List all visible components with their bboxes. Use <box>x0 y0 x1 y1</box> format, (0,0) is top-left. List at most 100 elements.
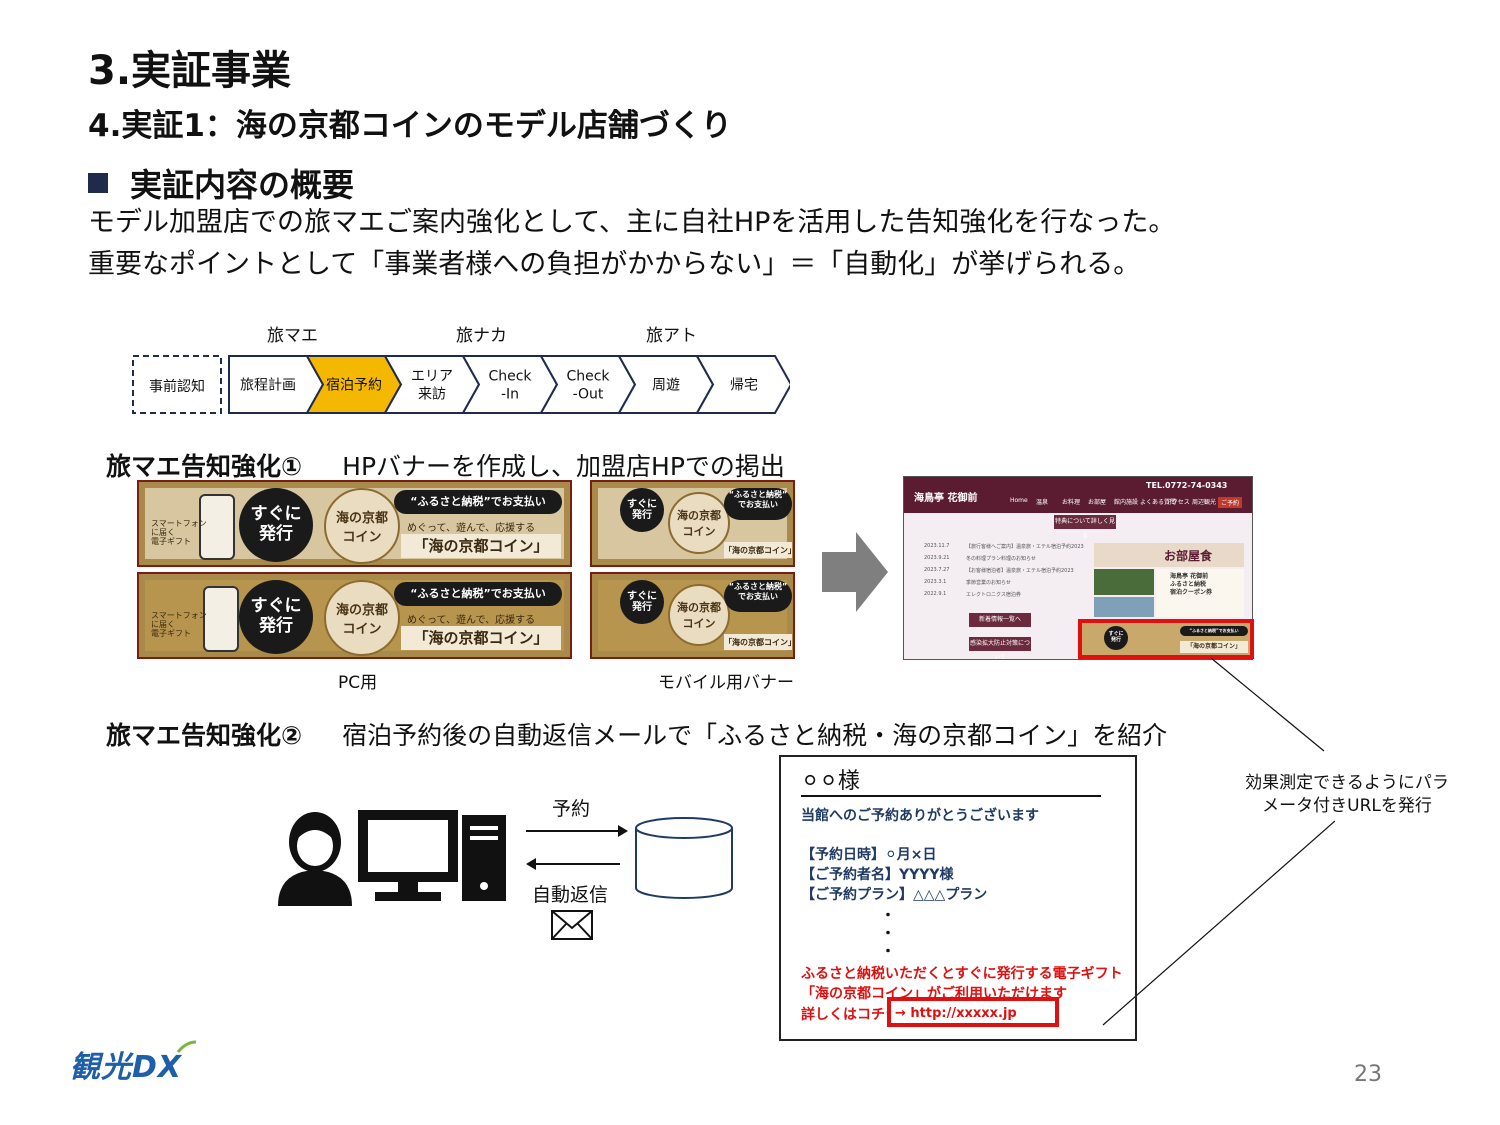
site-nav: Home 温泉 お料理お部屋館内施設よくある質問アクセス周辺観光ご予約 <box>1010 497 1254 508</box>
site-policy-button[interactable]: 感染拡大防止対策について <box>969 637 1031 661</box>
coin-name: 「海の京都コイン」 <box>1180 641 1248 653</box>
coin-seal: 海の京都 コイン <box>668 584 730 646</box>
right-arrow-icon <box>822 532 888 612</box>
intro-line-2: 重要なポイントとして「事業者様への負担がかからない」＝「自動化」が挙げられる。 <box>88 249 1141 280</box>
site-nav-item[interactable]: 館内施設 <box>1114 499 1139 506</box>
flow-step-label-itinerary: 旅程計画 <box>240 378 296 394</box>
email-divider <box>801 795 1101 797</box>
system-diagram <box>278 810 733 940</box>
phone-text: スマートフォン に届く 電子ギフト <box>151 611 207 638</box>
phase-label-after: 旅アト <box>646 326 697 346</box>
site-news-item[interactable]: エレクトロニクス宿泊券 <box>966 592 1021 598</box>
site-nav-item[interactable]: 周辺観光 <box>1192 499 1217 506</box>
section2-desc: 宿泊予約後の自動返信メールで「ふるさと納税・海の京都コイン」を紹介 <box>342 721 1168 750</box>
email-salutation: ⚪⚪様 <box>801 769 860 794</box>
site-news-date: 2023.11.7 <box>924 543 950 549</box>
mobile-caption: モバイル用バナー <box>658 673 794 693</box>
sugu-badge: すぐに 発行 <box>620 580 664 624</box>
pc-banner-2: スマートフォン に届く 電子ギフト すぐに 発行 海の京都 コイン “ふるさと納… <box>137 572 572 659</box>
section2-label: 旅マエ告知強化② <box>106 721 303 750</box>
annotation-text: 効果測定できるようにパラ メータ付きURLを発行 <box>1245 773 1449 816</box>
site-news-list: 2023.11.7 【旅行客様へご案内】温泉旅・エテル宿泊予約2023 2023.9… <box>924 543 1084 607</box>
site-nav-item[interactable]: よくある質問 <box>1140 499 1177 506</box>
site-news-item[interactable]: 冬の料理プラン料理のお知らせ <box>966 556 1036 562</box>
site-nav-item[interactable]: アクセス <box>1166 499 1190 506</box>
coin-name: 「海の京都コイン」 <box>724 542 796 558</box>
flow-pre-label: 事前認知 <box>149 378 205 395</box>
phone-icon <box>203 586 239 652</box>
flow-step-label-check-in: Check <box>488 369 532 385</box>
pc-caption: PC用 <box>338 673 378 693</box>
email-promo-3: 詳しくはコチラ <box>801 1007 899 1023</box>
customer-journey-flow: 事前認知 旅程計画宿泊予約エリア来訪Check-InCheck-Out周遊帰宅 <box>132 355 790 414</box>
email-dot-1: ・ <box>881 908 895 924</box>
site-banner-highlight: すぐに 発行 “ふるさと納税”でお支払い 「海の京都コイン」 <box>1078 619 1254 659</box>
banner-tagline: めぐって、遊んで、応援する <box>407 523 536 534</box>
email-dot-2: ・ <box>881 926 895 942</box>
square-bullet-icon <box>88 173 108 193</box>
furusato-pill: “ふるさと納税”でお支払い <box>1180 626 1248 636</box>
site-photo-2 <box>1094 597 1154 617</box>
coin-seal: 海の京都 コイン <box>324 580 400 656</box>
banner-tagline: めぐって、遊んで、応援する <box>407 615 536 626</box>
site-nav-item[interactable]: Home <box>1010 497 1028 504</box>
intro-line-1: モデル加盟店での旅マエご案内強化として、主に自社HPを活用した告知強化を行なった… <box>88 207 1176 238</box>
person-icon <box>278 812 352 906</box>
furusato-pill: “ふるさと納税”でお支払い <box>394 582 562 606</box>
pc-tower-icon <box>462 815 506 901</box>
envelope-icon <box>551 910 593 940</box>
phone-icon <box>199 494 235 560</box>
site-ad-text: 海鳥亭 花御前 ふるさと納税 宿泊クーポン券 <box>1156 569 1244 617</box>
site-nav-item[interactable]: お料理 <box>1062 499 1081 506</box>
site-news-item[interactable]: 【お客様宿泊者】温泉旅・エテル宿泊予約2023 <box>966 568 1074 574</box>
pc-banner-1: スマートフォン に届く 電子ギフト すぐに 発行 海の京都 コイン “ふるさと納… <box>137 480 572 567</box>
page-title: 3.実証事業 <box>88 48 292 94</box>
email-url-box[interactable]: → http://xxxxx.jp <box>887 997 1059 1027</box>
email-thanks: 当館へのご予約ありがとうございます <box>801 808 1039 824</box>
furusato-pill: “ふるさと納税” でお支払い <box>724 580 792 612</box>
database-icon <box>635 817 733 899</box>
site-news-button[interactable]: 新着情報一覧へ <box>969 613 1031 627</box>
website-screenshot: 海鳥亭 花御前 TEL.0772-74-0343 Home 温泉 お料理お部屋館内施… <box>903 476 1254 661</box>
site-news-date: 2023.3.1 <box>924 579 947 585</box>
site-nav-item[interactable]: ご予約 <box>1218 497 1243 508</box>
site-nav-item[interactable]: お部屋 <box>1088 499 1107 506</box>
site-brand: 海鳥亭 花御前 <box>914 493 978 504</box>
section-heading: 実証内容の概要 <box>88 160 354 206</box>
auto-reply-label: 自動返信 <box>532 884 609 906</box>
email-mockup: ⚪⚪様 当館へのご予約ありがとうございます 【予約日時】⚪月×日 【ご予約者名】… <box>779 755 1137 1041</box>
email-dot-3: ・ <box>881 944 895 960</box>
phone-text: スマートフォン に届く 電子ギフト <box>151 519 207 546</box>
coin-seal: 海の京都 コイン <box>668 492 730 554</box>
sugu-badge: すぐに 発行 <box>239 488 313 562</box>
furusato-pill: “ふるさと納税”でお支払い <box>394 490 562 514</box>
email-name-line: 【ご予約者名】YYYY様 <box>801 867 954 883</box>
pre-awareness-box <box>132 355 222 414</box>
coin-name: 「海の京都コイン」 <box>724 634 796 650</box>
sugu-badge: すぐに 発行 <box>620 488 664 532</box>
site-phone: TEL.0772-74-0343 <box>1146 481 1228 490</box>
site-news-item[interactable]: 季節営業のお知らせ <box>966 580 1011 586</box>
flow-step-label-check-out: Check <box>566 369 610 385</box>
site-ad-title: お部屋食 <box>1164 549 1213 563</box>
page-subtitle: 4.実証1：海の京都コインのモデル店舗づくり <box>88 108 732 144</box>
flow-step-label-excursion: 周遊 <box>652 378 680 394</box>
email-url[interactable]: → http://xxxxx.jp <box>895 1006 1017 1021</box>
flow-step-label-check-in: -In <box>501 387 519 403</box>
site-nav-item[interactable]: 温泉 <box>1036 499 1049 506</box>
sugu-badge: すぐに 発行 <box>239 580 313 654</box>
email-date-line: 【予約日時】⚪月×日 <box>801 847 937 863</box>
site-news-date: 2023.7.27 <box>924 567 950 573</box>
furusato-pill: “ふるさと納税” でお支払い <box>724 488 792 520</box>
kanko-dx-logo: 観光DX <box>70 1050 183 1085</box>
email-promo-1: ふるさと納税いただくとすぐに発行する電子ギフト <box>801 966 1123 982</box>
phase-label-during: 旅ナカ <box>456 326 507 346</box>
site-news-date: 2023.9.21 <box>924 555 950 561</box>
coin-name: 「海の京都コイン」 <box>401 626 561 650</box>
flow-step-label-accommodation: 宿泊予約 <box>326 377 382 394</box>
email-plan-line: 【ご予約プラン】△△△プラン <box>801 887 988 903</box>
section-heading-text: 実証内容の概要 <box>130 166 355 204</box>
coin-name: 「海の京都コイン」 <box>401 534 561 558</box>
site-news-item[interactable]: 【旅行客様へご案内】温泉旅・エテル宿泊予約2023 <box>966 544 1084 550</box>
site-more-button[interactable]: 特典について詳しく見る <box>1054 515 1116 539</box>
